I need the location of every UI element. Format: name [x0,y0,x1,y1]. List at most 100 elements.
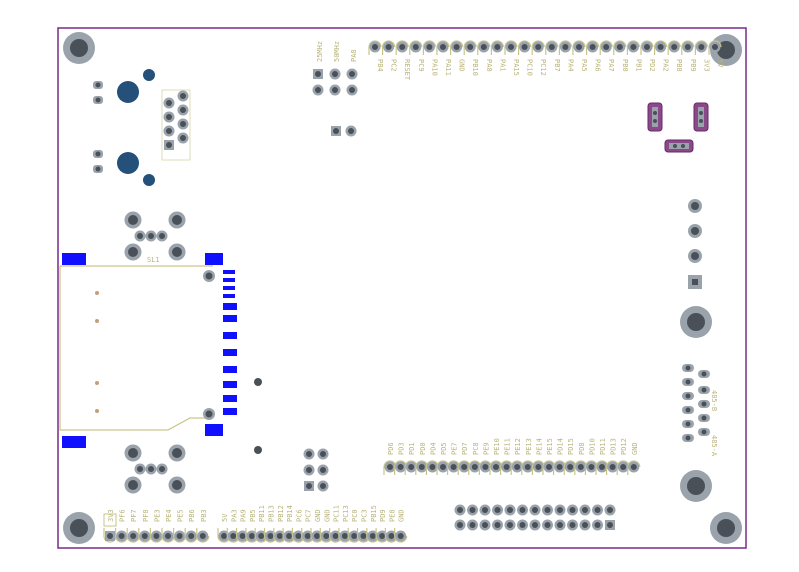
top-header-pin [614,41,626,53]
middle-header-label: PE15 [546,438,554,455]
middle-header-pin [416,461,428,473]
bottom-middle-header-label: PE8 [388,509,396,522]
dual-row-pin [605,520,615,530]
clock-jumper-pin [345,125,357,137]
sd-card-pin [223,294,235,298]
small-header-pin [164,140,174,150]
bottom-middle-header-label: PC0 [351,509,359,522]
bottom-middle-header-label: PB15 [370,505,378,522]
dual-row-pin [504,519,516,531]
dual-row-pin [467,519,478,531]
bottom-left-header-label: PB3 [200,509,208,522]
top-header-pin [627,41,639,53]
dual-row-pin [529,519,541,531]
middle-header-label: PD1 [408,442,416,455]
bottom-middle-header-label: PA3 [230,509,238,522]
top-header-pin [505,41,517,53]
sl1-label: SL1 [147,256,160,264]
top-header-pin [396,41,408,53]
top-header-label: PA11 [444,59,452,76]
bottom-middle-header-label: PB5 [249,509,257,522]
middle-header-label: PE12 [514,438,522,455]
top-header-pin [559,41,571,53]
clock-jumper-pin [346,68,358,80]
usb-signal-pin [134,463,146,475]
jumper-pin [303,464,315,476]
top-header-pin [587,41,599,53]
small-header-pin [177,90,189,102]
middle-header-pin [469,461,481,473]
rs485-b-label: 485-B [710,390,718,411]
middle-header-pin [617,461,629,473]
dual-row-pin [604,504,616,516]
usb-shield-pad [168,243,186,261]
sd-card-pin [223,381,237,388]
dual-row-pin [554,519,566,531]
bottom-middle-header-label: PC6 [295,509,303,522]
usb-shield-pad [124,444,142,462]
top-header-label: PB10 [471,59,479,76]
sd-card-pin [223,395,237,402]
bottom-left-header-label: PF6 [119,509,127,522]
sd-card-pin [223,270,235,274]
top-header-pin [695,41,707,53]
middle-header-label: PE10 [493,438,501,455]
sd-card-pin [223,332,237,339]
small-header-pin [177,132,189,144]
mount-hole-right-upper [680,306,712,338]
dual-row-pin [467,504,478,516]
rs485-pin [698,400,710,408]
clock-jumper-pin [346,84,358,96]
middle-header-pin [628,461,640,473]
rs485-pin [682,392,694,400]
dual-row-pin [592,519,603,531]
bottom-middle-header-label: GND [398,509,406,522]
middle-header-label: PD3 [398,442,406,455]
top-header-pin [573,41,585,53]
bottom-left-header-pin [116,530,128,542]
top-header-label: PB4 [376,59,384,72]
top-header-pin [668,41,680,53]
usb-signal-pin [145,463,157,475]
sd-card-pin [223,303,237,310]
bottom-left-header-label: PB6 [188,509,196,522]
top-header-label: RESET [403,59,411,81]
clock-jumper-pin [329,68,341,80]
dual-row-pin [567,519,578,531]
dual-row-pin [517,519,528,531]
usb-connector-top [124,211,186,261]
dual-row-pin [579,519,591,531]
top-header-pin [369,41,381,53]
dual-row-pin [492,519,503,531]
usb-signal-pin [145,230,157,242]
jumper-pin [317,480,329,492]
middle-header-pin [596,461,608,473]
rs485-connector [682,364,710,442]
small-header-pin [177,104,189,116]
middle-header-pin [532,461,544,473]
right-header-pin [688,249,702,263]
top-header-label: PA1 [498,59,506,72]
dual-row-pin [479,519,491,531]
middle-header-pin [564,461,576,473]
bottom-middle-header-label: PB12 [277,505,285,522]
middle-header-pin [490,461,502,473]
bottom-left-header-pin [150,530,162,542]
middle-header-pin [395,461,407,473]
rs485-pin [698,414,710,422]
top-header-label: PA0 [485,59,493,72]
middle-header-label: PD4 [429,442,437,455]
top-header-label: PA4 [566,59,574,72]
small-header-left [161,89,191,161]
middle-header-pin [554,461,566,473]
bottom-middle-header-label: PC11 [333,505,341,522]
top-header-label: PB1 [634,59,642,72]
middle-header-pin [479,461,491,473]
bottom-left-header-pin [139,530,151,542]
middle-header-label: PC8 [472,442,480,455]
rs485-pin [682,420,694,428]
bottom-middle-header-label: GND [314,509,322,522]
middle-header-label: PE13 [525,438,533,455]
dual-row-pin [542,519,553,531]
